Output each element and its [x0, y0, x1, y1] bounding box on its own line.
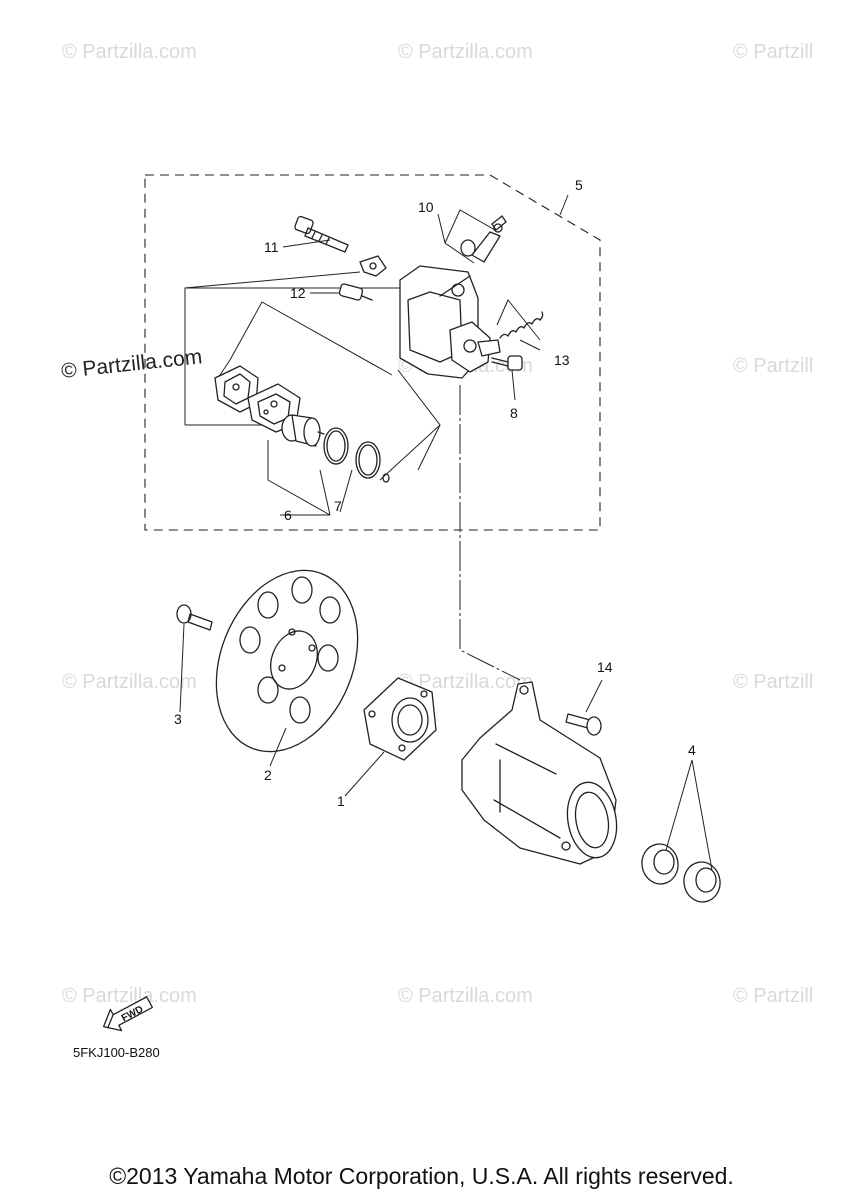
callout-3: 3 [174, 711, 182, 727]
watermark: © Partzilla.com [398, 671, 533, 693]
callout-10: 10 [418, 199, 434, 215]
spring-13 [499, 311, 544, 339]
callout-8: 8 [510, 405, 518, 421]
drawing-code: 5FKJ100-B280 [73, 1045, 160, 1060]
alignment-line [459, 385, 521, 681]
watermark: © Partzilla.com [62, 985, 197, 1007]
callout-13: 13 [554, 352, 570, 368]
callout-12: 12 [290, 285, 306, 301]
hub-1 [363, 677, 437, 761]
watermark: © Partzill [733, 671, 813, 693]
callout-4: 4 [688, 742, 696, 758]
bolt-3 [176, 604, 213, 631]
caliper-bracket [461, 681, 618, 865]
watermark: © Partzilla.com [398, 41, 533, 63]
seals-7 [323, 427, 390, 483]
watermark: © Partzill [733, 41, 813, 63]
callout-11: 11 [264, 239, 279, 255]
lower-leaders [179, 623, 713, 871]
brake-disc-2 [215, 569, 359, 753]
callout-5: 5 [575, 177, 583, 193]
watermark: © Partzilla.com [62, 671, 197, 693]
caliper-leaders [184, 194, 569, 516]
callout-1: 1 [337, 793, 345, 809]
caliper-assembly-boundary [144, 174, 601, 531]
callout-14: 14 [597, 659, 613, 675]
callout-2: 2 [264, 767, 272, 783]
callout-7: 7 [334, 498, 342, 514]
bolt-11 [294, 215, 349, 253]
locknuts-4 [641, 843, 721, 903]
caliper-body [399, 223, 503, 379]
callouts: 1 2 3 4 5 6 7 8 10 11 12 13 14 [174, 177, 696, 809]
piston-6 [281, 414, 325, 447]
watermark: © Partzill [733, 985, 813, 1007]
pin-12 [338, 255, 387, 301]
bolt-14 [565, 713, 602, 736]
copyright-notice: ©2013 Yamaha Motor Corporation, U.S.A. A… [109, 1163, 734, 1189]
watermark: © Partzilla.com [398, 985, 533, 1007]
bleed-screw-10 [460, 215, 507, 257]
watermark: © Partzill [733, 355, 813, 377]
bolt-8 [491, 355, 523, 371]
callout-6: 6 [284, 507, 292, 523]
watermark: © Partzilla.com [62, 41, 197, 63]
watermark-dark: © Partzilla.com [60, 345, 203, 383]
